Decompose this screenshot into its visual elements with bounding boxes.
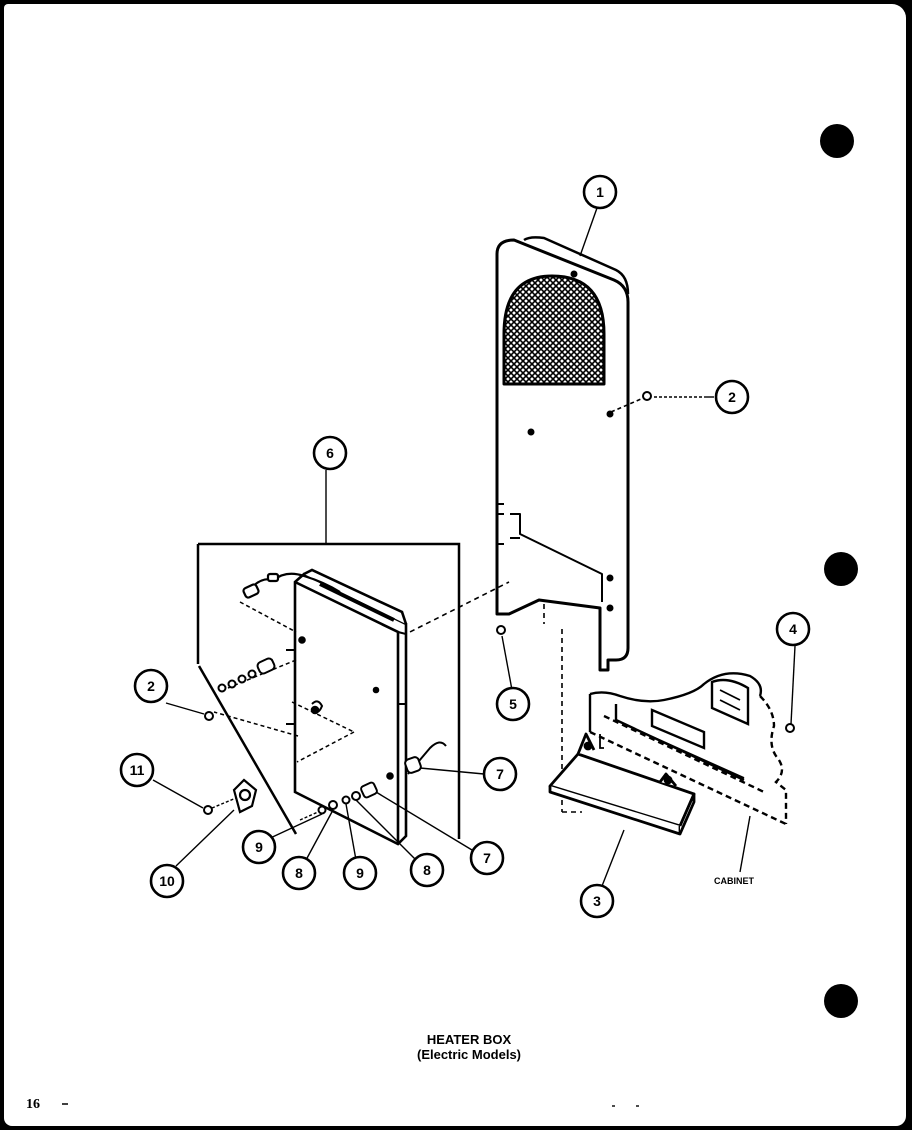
callout-9-right: [342, 855, 378, 891]
stray-marks: [62, 1103, 639, 1107]
callout-number-8-left: 8: [295, 865, 303, 881]
callout-7-upper: [482, 756, 518, 792]
callout-number-10: 10: [159, 873, 175, 889]
cabinet-leader: [739, 815, 751, 873]
callout-number-5: 5: [509, 696, 517, 712]
callout-number-4: 4: [789, 621, 797, 637]
callout-3: [579, 883, 615, 919]
callout-number-1: 1: [596, 184, 604, 200]
part-11-screw: [152, 779, 237, 815]
part-1-back-panel: [495, 236, 630, 672]
callout-8-left: [281, 855, 317, 891]
callout-numbers: 1 2 2 3 4 5 6 7 7 8 8 9 9 10 11: [130, 184, 798, 909]
callout-number-9-right: 9: [356, 865, 364, 881]
callout-number-3: 3: [593, 893, 601, 909]
part-4-screw: [785, 645, 796, 733]
callout-number-2-left: 2: [147, 678, 155, 694]
callout-number-7-upper: 7: [496, 766, 504, 782]
diagram-title: HEATER BOX: [426, 1032, 512, 1047]
callout-number-2-right: 2: [728, 389, 736, 405]
terminal-stack-lower: [265, 781, 473, 861]
callout-number-11: 11: [130, 762, 145, 778]
callout-9-left: [241, 829, 277, 865]
part-3-lower-bracket: [548, 732, 696, 887]
callout-4: [775, 611, 811, 647]
part-2-screw-right: [610, 391, 714, 413]
terminal-stack-left: [217, 657, 276, 693]
callout-1: [582, 174, 618, 210]
page-number: 16: [26, 1097, 40, 1112]
binder-holes: [820, 124, 858, 1018]
callout-10: [149, 863, 185, 899]
part-2-screw-left: [165, 702, 214, 721]
part-5-screw: [496, 625, 513, 691]
callout-number-7-lower: 7: [483, 850, 491, 866]
diagram-subtitle: (Electric Models): [416, 1047, 522, 1062]
heater-wire: [242, 572, 341, 599]
callout-number-9-left: 9: [255, 839, 263, 855]
part-6-heater-bracket: [196, 470, 461, 839]
alignment-dashes: [401, 581, 582, 813]
part-10-thermostat: [175, 778, 258, 867]
heater-box-exploded-diagram: CABINET 1 2 2 3 4 5 6 7 7 8 8 9 9 10: [62, 124, 858, 1107]
callout-8-right: [409, 852, 445, 888]
terminal-right: [404, 741, 485, 775]
callout-number-6: 6: [326, 445, 334, 461]
callout-2-left: [133, 668, 169, 704]
callout-2-right: [714, 379, 750, 415]
callouts: [119, 174, 811, 919]
callout-11: [119, 752, 155, 788]
callout-leaders: [579, 207, 598, 257]
callout-7-lower: [469, 840, 505, 876]
callout-number-8-right: 8: [423, 862, 431, 878]
cabinet-outline: [588, 672, 788, 826]
callout-5: [495, 686, 531, 722]
cabinet-label: CABINET: [714, 876, 755, 886]
diagram-sheet: CABINET 1 2 2 3 4 5 6 7 7 8 8 9 9 10: [4, 4, 906, 1126]
callout-6: [312, 435, 348, 471]
heater-element-box: [286, 568, 416, 846]
